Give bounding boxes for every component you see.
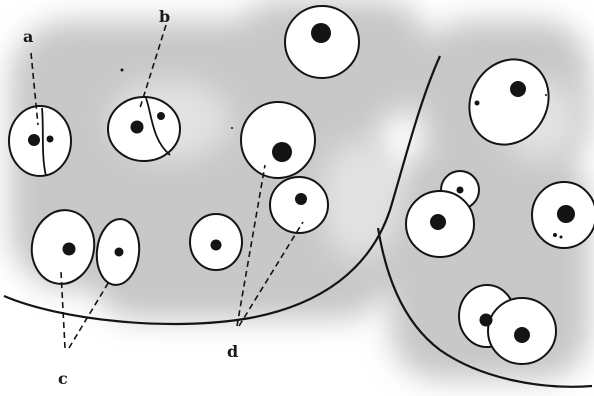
nucleus: [553, 233, 557, 237]
cell-d-large: [240, 101, 316, 179]
nucleus: [559, 235, 563, 239]
leader-c-1: [60, 271, 66, 349]
nucleus: [557, 205, 575, 223]
nuclei: [28, 23, 575, 343]
cell-a-division-line: [41, 107, 47, 177]
leader-b: [139, 24, 167, 109]
nucleus: [474, 100, 480, 106]
label-d: d: [227, 342, 239, 361]
cell-d-small: [269, 176, 329, 234]
speck: [231, 127, 233, 129]
label-a: a: [23, 27, 34, 46]
nucleus: [456, 186, 464, 194]
speck: [545, 94, 547, 96]
nucleus: [311, 23, 331, 43]
cell-right-upper: [468, 58, 550, 146]
left-boundary-curve: [3, 55, 442, 326]
nucleus: [46, 135, 54, 143]
nucleus: [28, 134, 40, 146]
nucleus: [130, 120, 144, 134]
leader-d-1: [236, 164, 266, 327]
nucleus: [430, 214, 446, 230]
label-b: b: [159, 7, 171, 26]
nucleus: [295, 193, 307, 205]
leader-a: [30, 52, 39, 126]
cell-a: [8, 105, 72, 177]
nucleus: [114, 247, 124, 257]
nucleus: [210, 239, 222, 251]
right-boundary-curve: [376, 227, 593, 388]
nucleus: [510, 81, 526, 97]
nucleus: [514, 327, 530, 343]
cell-b-division-line: [145, 97, 171, 156]
nucleus: [157, 112, 165, 120]
cell-b: [107, 96, 181, 162]
speck: [120, 68, 124, 72]
nucleus: [62, 242, 76, 256]
nucleus: [479, 313, 493, 327]
leader-c-2: [68, 279, 111, 349]
label-c: c: [58, 369, 68, 388]
nucleus: [272, 142, 292, 162]
leader-d-2: [238, 221, 304, 327]
